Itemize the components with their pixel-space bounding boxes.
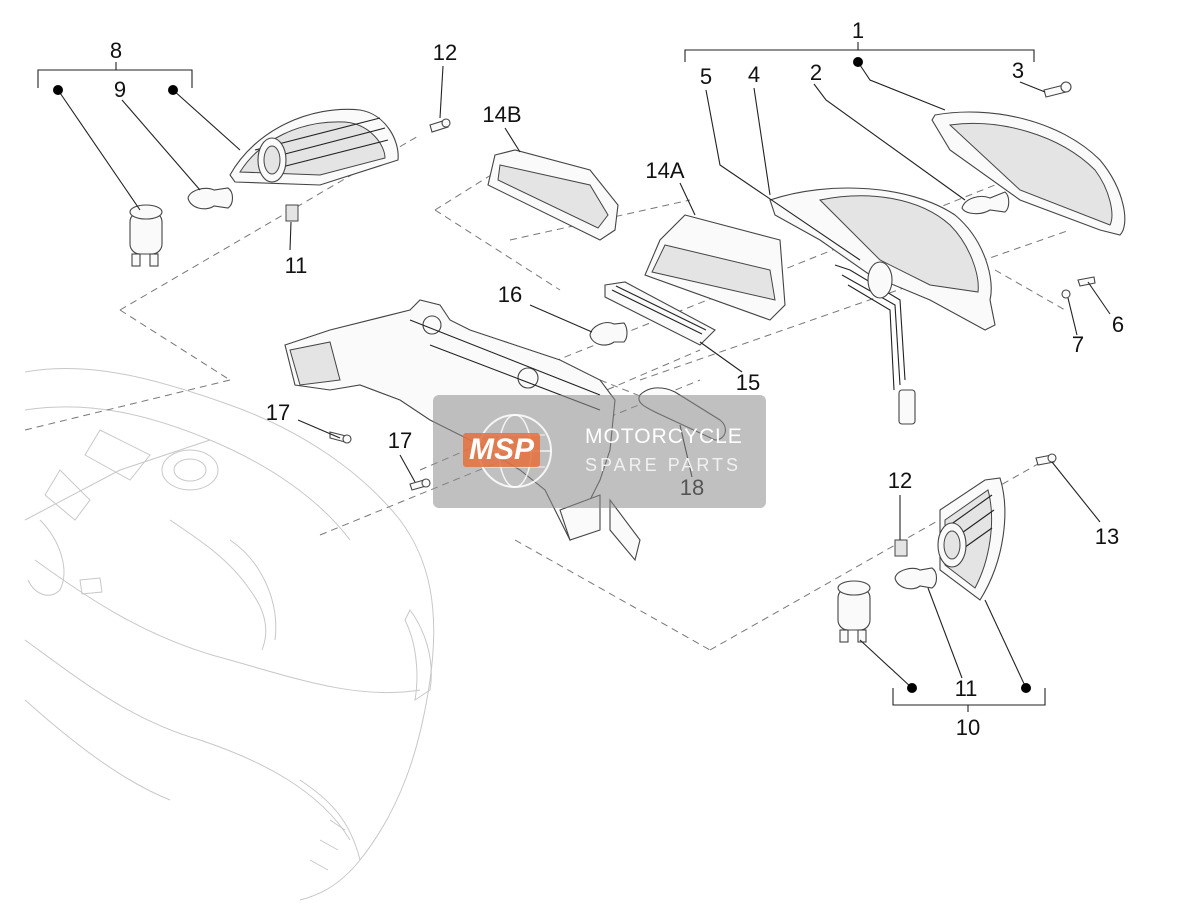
label-16: 16 bbox=[498, 282, 522, 307]
label-17-left: 17 bbox=[266, 400, 290, 425]
label-11-right: 11 bbox=[955, 676, 978, 701]
label-5: 5 bbox=[700, 64, 712, 89]
leader-lines bbox=[57, 61, 1111, 689]
right-indicator-assembly bbox=[837, 453, 1057, 643]
part-labels: 8 9 12 11 14B 14A 16 15 18 17 17 1 5 4 2… bbox=[110, 18, 1124, 740]
watermark-mark: MSP bbox=[463, 433, 541, 467]
msp-watermark: MSP MOTORCYCLE SPARE PARTS bbox=[433, 395, 766, 508]
label-6: 6 bbox=[1112, 312, 1124, 337]
scooter-body-outline bbox=[24, 367, 435, 901]
reference-dots bbox=[53, 57, 1031, 693]
label-15: 15 bbox=[736, 370, 760, 395]
label-1: 1 bbox=[852, 18, 864, 43]
screws-17 bbox=[329, 431, 431, 491]
group-brackets bbox=[37, 42, 1046, 712]
label-14a: 14A bbox=[645, 158, 684, 183]
label-3: 3 bbox=[1012, 58, 1024, 83]
label-11-left: 11 bbox=[285, 253, 308, 278]
watermark-title: MOTORCYCLE bbox=[585, 425, 743, 448]
label-17-right: 17 bbox=[388, 428, 412, 453]
label-10: 10 bbox=[956, 715, 980, 740]
label-12-right: 12 bbox=[888, 468, 912, 493]
label-2: 2 bbox=[810, 60, 822, 85]
watermark-subtitle: SPARE PARTS bbox=[585, 455, 742, 475]
label-7: 7 bbox=[1072, 332, 1084, 357]
label-9: 9 bbox=[114, 77, 126, 102]
left-indicator-assembly bbox=[129, 108, 451, 267]
label-14b: 14B bbox=[482, 102, 521, 127]
label-4: 4 bbox=[748, 62, 760, 87]
taillight-assembly bbox=[769, 81, 1126, 425]
label-12-top: 12 bbox=[433, 40, 457, 65]
label-13: 13 bbox=[1095, 524, 1119, 549]
label-8: 8 bbox=[110, 38, 122, 63]
